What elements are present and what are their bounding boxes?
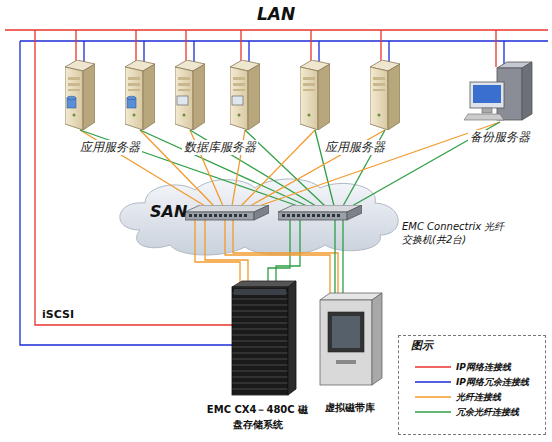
lan-blue-bus [20,40,548,42]
connector-line [135,30,136,65]
bus-label: LAN [236,4,316,24]
device-label: 虚拟磁带库 [325,401,375,415]
connector-line [35,30,232,325]
legend-line-sample [415,361,451,373]
backup-server-icon [464,62,532,120]
connector-line [380,30,381,65]
lan-bus: LAN [0,0,552,44]
legend-line-sample [415,391,451,403]
server-icons [65,60,400,130]
backup-server: 备份服务器 [460,55,540,145]
san-cloud-shape [120,179,398,255]
disk-storage: EMC CX4－480C 磁盘存储系统 [200,282,315,434]
connector-line [20,41,232,345]
connector-line [334,220,335,295]
connector-line [240,30,241,65]
lan-red-bus [5,29,548,31]
fibre-switches [185,205,362,220]
legend-title: 图示 [411,339,433,353]
legend-line-sample [415,406,451,418]
switch-callout: EMC Connectrix 光纤交换机(共2台) [402,220,506,246]
legend-box: 图示 IP网络连接线IP网络冗余连接线光纤连接线冗余光纤连接线 [398,335,546,435]
network-link [225,220,343,295]
connector-line [342,220,343,295]
server-group: 应用服务器 [300,55,410,155]
connector-line [75,30,76,65]
server-group: 应用服务器 [55,55,165,155]
connector-line [233,220,338,295]
network-link [311,30,389,65]
network-link [259,122,500,206]
legend-text: IP网络冗余连接线 [456,375,529,389]
network-link [76,30,144,65]
tape-library: 虚拟磁带库 [312,292,387,417]
connector-line [225,220,330,295]
device-label: EMC CX4－480C 磁盘存储系统 [205,402,310,432]
group-label: 应用服务器 [78,140,142,155]
group-label: 数据库服务器 [182,140,258,155]
network-link [20,30,232,345]
network-link [496,30,504,67]
server-group: 数据库服务器 [165,55,275,155]
server-label: 备份服务器 [468,130,532,145]
connector-line [259,122,500,206]
connector-line [495,30,496,67]
connector-line [185,30,186,65]
legend-text: 光纤连接线 [456,390,501,404]
network-link [186,30,249,65]
tape-library-icon [320,293,382,385]
san-cloud: SANEMC Connectrix 光纤交换机(共2台) [120,180,400,250]
link-label: iSCSI [40,308,76,322]
group-label: 应用服务器 [323,140,387,155]
disk-rack-icon [232,281,296,395]
legend-line-sample [415,376,451,388]
legend-text: IP网络连接线 [456,360,511,374]
connector-line [310,30,311,65]
legend-text: 冗余光纤连接线 [456,405,519,419]
connector-line [140,130,307,206]
san-label: SAN [150,202,187,221]
